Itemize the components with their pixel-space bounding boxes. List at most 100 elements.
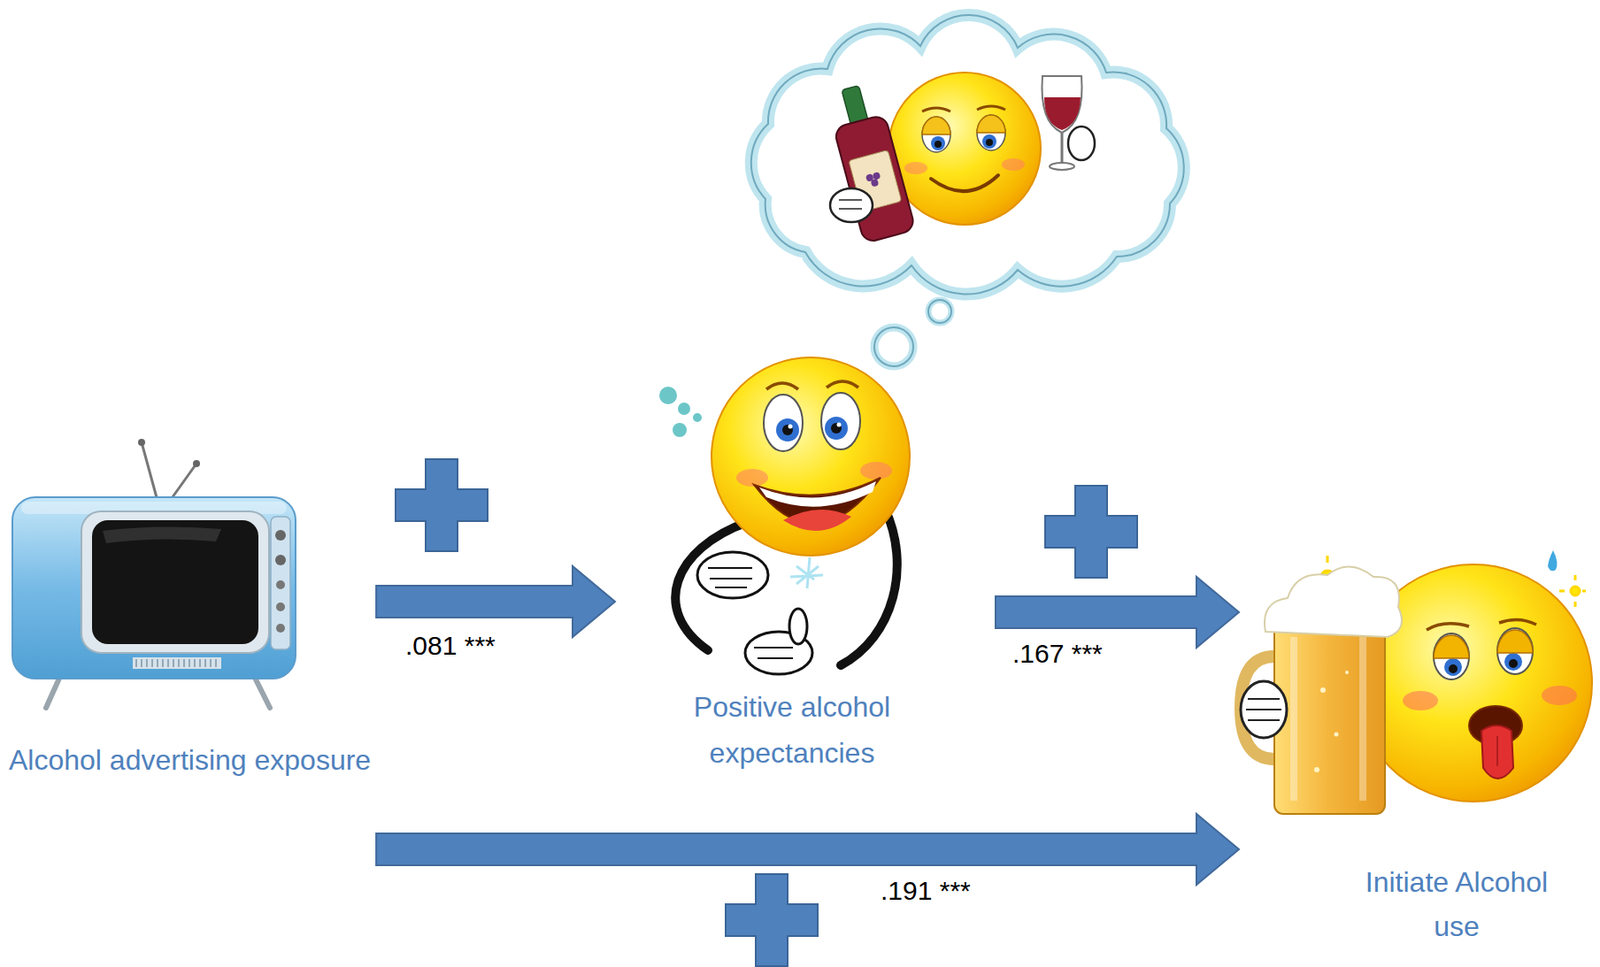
beer-smiley-figure xyxy=(1334,732,1339,738)
figure-node: Initiate Alcohol use xyxy=(1238,553,1593,949)
tv-illustration xyxy=(275,554,286,566)
thought-cloud xyxy=(872,171,882,181)
thought-cloud xyxy=(874,327,914,367)
beer-smiley-figure xyxy=(1246,699,1282,721)
tv-illustration xyxy=(141,442,197,501)
thought-cloud xyxy=(751,15,1185,295)
thought-cloud xyxy=(985,138,993,147)
smiley-figure xyxy=(672,423,687,438)
smiley-figure xyxy=(783,509,852,531)
beer-smiley-figure xyxy=(1570,586,1580,596)
thought-cloud xyxy=(930,136,946,151)
smiley-figure xyxy=(788,424,793,430)
beer-smiley-figure xyxy=(1497,630,1533,654)
thought-cloud xyxy=(1001,158,1025,171)
thought-cloud xyxy=(982,134,997,149)
tv-illustration xyxy=(136,659,216,668)
path-coefficient: .191 *** xyxy=(877,876,974,907)
plus-sign xyxy=(1045,485,1138,578)
node-label: Alcohol advertising exposure xyxy=(8,741,371,779)
smiley-figure xyxy=(711,357,910,556)
beer-smiley-figure xyxy=(1264,566,1402,638)
plus-sign xyxy=(395,459,488,552)
beer-smiley-figure xyxy=(1508,659,1518,669)
smiley-figure xyxy=(763,394,803,452)
tv-illustration xyxy=(276,580,285,590)
thought-cloud xyxy=(870,178,880,188)
thought-cloud xyxy=(1041,76,1082,133)
thought-cloud xyxy=(922,116,951,135)
thought-cloud xyxy=(934,140,942,148)
figure-node: Alcohol advertising exposure xyxy=(8,433,371,877)
tv-illustration xyxy=(12,438,296,708)
smiley-figure xyxy=(766,381,859,390)
thought-cloud xyxy=(976,115,1006,133)
beer-smiley-figure xyxy=(1274,615,1385,815)
beer-smiley-figure xyxy=(1504,653,1523,671)
beer-smiley-figure xyxy=(1402,691,1439,711)
beer-smiley-figure xyxy=(1448,664,1458,674)
beer-smiley-figure xyxy=(1314,767,1320,773)
tv-illustration xyxy=(81,511,270,654)
smiley-figure xyxy=(824,416,848,440)
smiley-figure xyxy=(821,392,861,450)
thought-cloud xyxy=(751,15,1185,367)
beer-smiley-figure xyxy=(1444,658,1462,677)
block-arrow xyxy=(376,814,1239,885)
node-label: Initiate Alcohol use xyxy=(1350,860,1563,949)
beer-smiley-figure xyxy=(1547,550,1557,571)
smiley-figure xyxy=(753,647,793,659)
tv-illustration xyxy=(276,602,285,612)
tv-illustration xyxy=(192,460,200,468)
thought-cloud xyxy=(751,15,1185,295)
thought-cloud xyxy=(833,114,916,244)
block-arrow xyxy=(995,576,1239,648)
tv-illustration xyxy=(276,623,285,633)
thought-cloud xyxy=(928,300,952,324)
beer-smiley-figure xyxy=(1240,681,1287,739)
thought-cloud xyxy=(888,72,1041,225)
thought-cloud xyxy=(904,161,928,175)
smiley-figure xyxy=(782,424,793,436)
smiley-figure xyxy=(677,402,691,416)
beer-smiley-figure xyxy=(1541,685,1577,706)
thought-cloud xyxy=(1061,132,1064,165)
plus-sign xyxy=(725,874,818,967)
thought-cloud xyxy=(838,200,862,209)
smiley-figure xyxy=(659,357,910,675)
path-coefficient: .167 *** xyxy=(1009,638,1106,670)
smiley-figure xyxy=(830,423,842,434)
beer-smiley-figure xyxy=(1240,550,1593,815)
tv-illustration xyxy=(102,526,222,544)
tv-illustration xyxy=(12,497,296,679)
smiley-figure xyxy=(692,413,702,423)
beer-smiley-figure xyxy=(1559,575,1586,608)
beer-smiley-figure xyxy=(1497,628,1533,675)
thought-cloud xyxy=(928,300,952,324)
thought-cloud xyxy=(824,80,916,244)
beer-smiley-figure xyxy=(1433,633,1470,680)
beer-smiley-figure xyxy=(1345,670,1349,675)
thought-cloud xyxy=(830,188,873,223)
tv-illustration xyxy=(270,516,291,650)
smiley-figure xyxy=(707,568,753,588)
path-coefficient: .081 *** xyxy=(402,630,499,662)
block-arrow xyxy=(376,566,616,638)
smiley-figure xyxy=(837,423,842,428)
smiley-figure xyxy=(790,557,824,589)
tv-illustration xyxy=(132,657,222,670)
smiley-figure xyxy=(659,386,677,405)
beer-smiley-figure xyxy=(1433,635,1470,659)
smiley-figure xyxy=(789,608,808,645)
thought-cloud xyxy=(874,327,914,367)
beer-smiley-figure xyxy=(1293,637,1363,801)
tv-illustration xyxy=(275,530,286,541)
thought-cloud xyxy=(976,115,1006,151)
figure-node: Positive alcohol expectancies xyxy=(650,367,934,777)
smiley-figure xyxy=(759,481,877,508)
smiley-figure xyxy=(776,418,800,442)
thought-cloud xyxy=(1044,97,1081,131)
